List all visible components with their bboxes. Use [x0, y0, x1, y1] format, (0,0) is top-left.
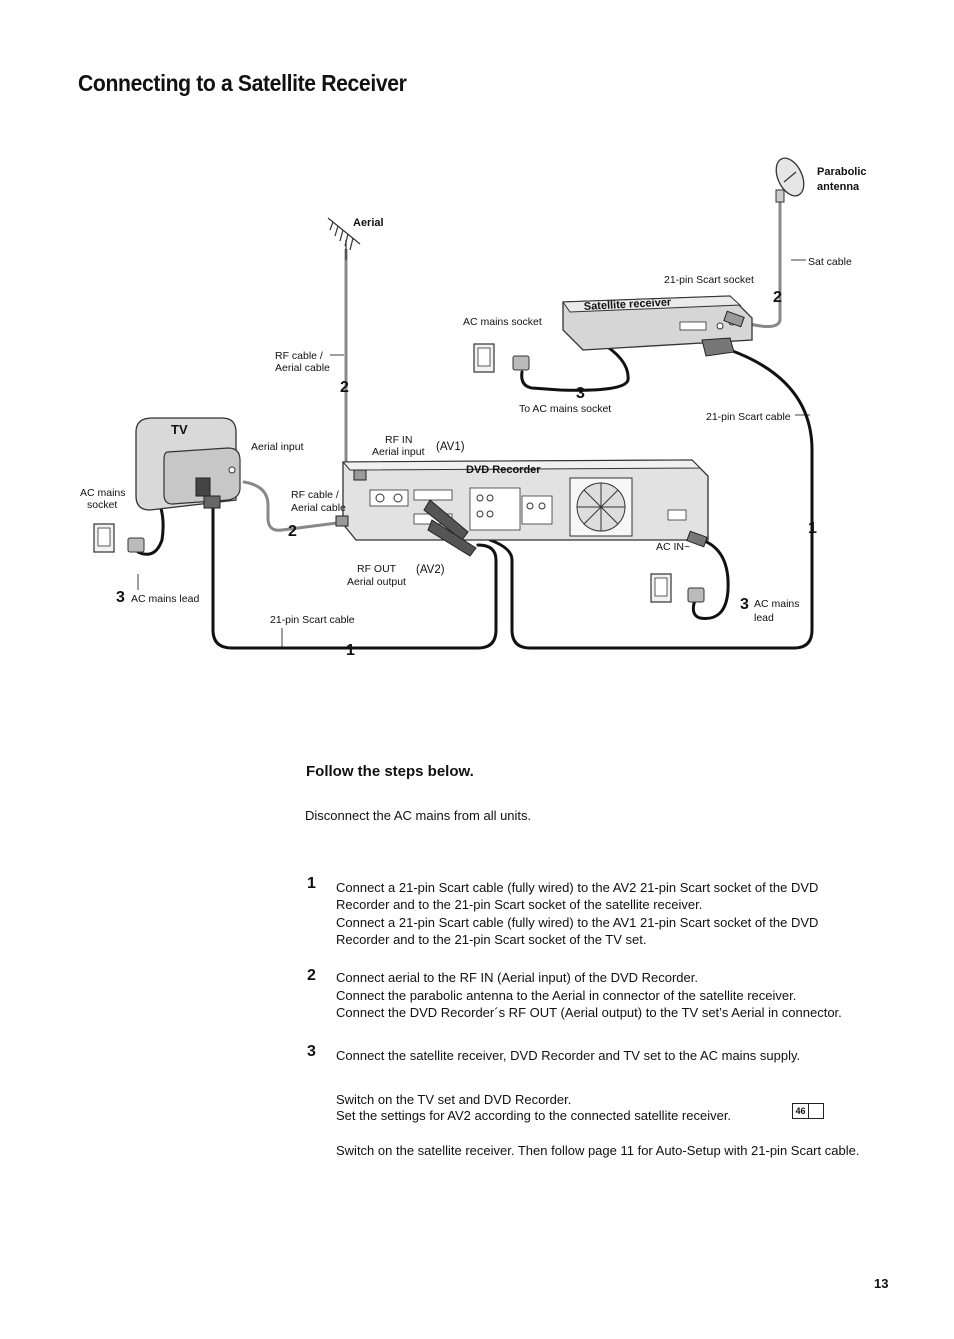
page-title: Connecting to a Satellite Receiver — [78, 70, 407, 96]
rf-cable-label: Aerial cable — [291, 502, 346, 514]
scart-cable-sat-dvd — [488, 348, 814, 650]
step-text: Connect the DVD Recorder´s RF OUT (Aeria… — [336, 1005, 842, 1020]
callout-number: 3 — [576, 385, 585, 402]
callout-number: 2 — [340, 379, 349, 396]
leader-lines — [137, 259, 810, 649]
scart-socket-label: 21-pin Scart socket — [664, 274, 754, 286]
rf-in-label: RF IN — [385, 434, 412, 446]
dvd-recorder — [335, 459, 709, 557]
parabolic-antenna-label: Parabolic — [817, 166, 867, 178]
rf-in-label: Aerial input — [372, 446, 425, 458]
aerial-icon — [327, 217, 361, 260]
wall-socket-icon — [473, 343, 530, 373]
tv-power-cable — [136, 503, 165, 556]
rf-cable-label: RF cable / — [291, 489, 339, 501]
callout-number: 1 — [346, 642, 355, 659]
rf-cable-dvd-tv — [242, 480, 347, 532]
cables — [136, 340, 814, 650]
page-reference-number: 46 — [792, 1103, 809, 1119]
rf-cable-label: RF cable / — [275, 350, 323, 362]
scart-cable-tv-dvd — [211, 498, 498, 650]
sat-cable — [740, 198, 782, 328]
satellite-receiver-label: Satellite receiver — [584, 296, 673, 313]
satellite-receiver — [562, 295, 753, 357]
rf-out-label: Aerial output — [347, 576, 406, 588]
ac-mains-lead-label: AC mains lead — [131, 593, 199, 605]
page-reference-icon: 46 — [792, 1103, 824, 1119]
after-text: Set the settings for AV2 according to th… — [336, 1108, 732, 1123]
step-number: 2 — [307, 967, 316, 984]
av2-label: (AV2) — [416, 564, 445, 576]
av1-label: (AV1) — [436, 441, 465, 453]
callout-number: 3 — [740, 596, 749, 613]
ac-mains-lead-label: AC mains — [754, 598, 800, 610]
step-text: Connect a 21-pin Scart cable (fully wire… — [336, 915, 819, 947]
scart-cable-label: 21-pin Scart cable — [706, 411, 791, 423]
step-text: Connect the satellite receiver, DVD Reco… — [336, 1048, 801, 1063]
aerial-label: Aerial — [353, 217, 384, 229]
step-number: 3 — [307, 1043, 316, 1060]
page-number: 13 — [874, 1276, 889, 1291]
callout-number: 3 — [116, 589, 125, 606]
ac-mains-socket-label: socket — [87, 499, 117, 511]
after-text: Switch on the TV set and DVD Recorder. — [336, 1092, 572, 1107]
dvd-power-cable — [691, 538, 730, 620]
after-text: Switch on the satellite receiver. Then f… — [336, 1143, 860, 1158]
step-text: Connect aerial to the RF IN (Aerial inpu… — [336, 970, 698, 985]
wall-socket-icon — [650, 573, 705, 603]
tv-set — [135, 417, 241, 511]
ac-mains-socket-label: AC mains socket — [463, 316, 542, 328]
callout-number: 1 — [808, 520, 817, 537]
rf-cable-label: Aerial cable — [275, 362, 330, 374]
step-text: Connect the parabolic antenna to the Aer… — [336, 988, 797, 1003]
tv-label: TV — [171, 422, 188, 437]
ac-mains-socket-label: AC mains — [80, 487, 126, 499]
steps-heading: Follow the steps below. — [306, 763, 474, 780]
dvd-recorder-label: DVD Recorder — [466, 464, 541, 476]
step-number: 1 — [307, 875, 316, 892]
scart-cable-label: 21-pin Scart cable — [270, 614, 355, 626]
aerial-input-label: Aerial input — [251, 441, 304, 453]
rf-out-label: RF OUT — [357, 563, 397, 575]
ac-in-label: AC IN~ — [656, 541, 690, 553]
sat-cable-label: Sat cable — [808, 256, 852, 268]
ac-mains-lead-label: lead — [754, 612, 774, 624]
wall-socket-icon — [93, 523, 145, 553]
intro-text: Disconnect the AC mains from all units. — [305, 808, 532, 823]
to-ac-mains-socket-label: To AC mains socket — [519, 403, 611, 415]
parabolic-antenna-label: antenna — [817, 181, 860, 193]
step-text: Connect a 21-pin Scart cable (fully wire… — [336, 880, 819, 912]
callout-number: 2 — [288, 523, 297, 540]
callout-number: 2 — [773, 289, 782, 306]
connection-diagram: Parabolic antenna Sat cable Aerial 21-pi… — [80, 157, 867, 659]
parabolic-antenna-icon — [775, 157, 805, 203]
sat-power-cable — [520, 340, 630, 392]
